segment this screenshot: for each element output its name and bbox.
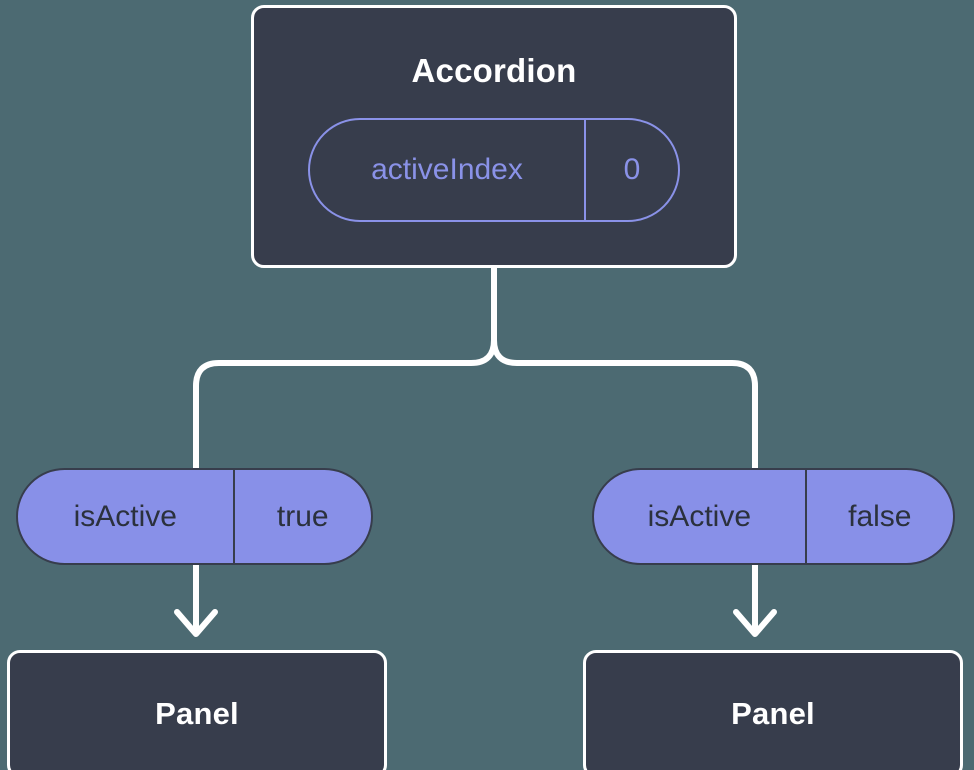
- branch-connector-right-icon: [491, 337, 758, 471]
- arrow-down-head-icon: [733, 609, 777, 637]
- prop-value-active-index: 0: [584, 120, 678, 220]
- prop-key-is-active-left: isActive: [73, 499, 177, 533]
- panel-title-left: Panel: [155, 695, 239, 731]
- prop-value-is-active-left: true: [232, 470, 371, 563]
- panel-node-left[interactable]: Panel: [7, 650, 387, 770]
- prop-key-is-active-right: isActive: [647, 499, 751, 533]
- accordion-title: Accordion: [411, 52, 577, 89]
- prop-pill-is-active-left[interactable]: isActive true: [16, 468, 373, 565]
- branch-connector-icon: [193, 265, 497, 471]
- prop-pill-active-index[interactable]: activeIndex 0: [308, 118, 680, 222]
- prop-key-active-index: activeIndex: [371, 153, 523, 186]
- prop-value-is-active-right: false: [804, 470, 953, 563]
- panel-title-right: Panel: [731, 695, 815, 731]
- prop-pill-is-active-right[interactable]: isActive false: [592, 468, 955, 565]
- arrow-down-head-icon: [174, 609, 218, 637]
- panel-node-right[interactable]: Panel: [583, 650, 963, 770]
